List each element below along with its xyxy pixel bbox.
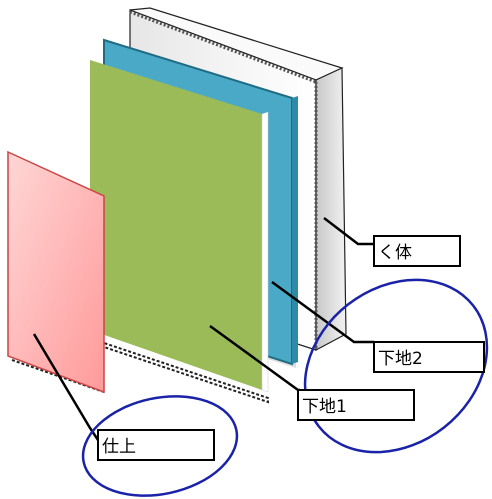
leader-lines <box>32 217 374 441</box>
shiage-layer <box>7 150 105 394</box>
leader-shiage <box>32 333 100 441</box>
label-shitaji1-text: 下地1 <box>302 397 347 417</box>
label-shiage-text: 仕上 <box>102 437 136 457</box>
label-shiage: 仕上 <box>97 429 215 461</box>
label-kutai: く体 <box>373 235 461 267</box>
label-shitaji2: 下地2 <box>373 341 485 373</box>
label-kutai-text: く体 <box>378 243 412 263</box>
kutai-side <box>315 67 347 351</box>
label-shitaji1: 下地1 <box>297 389 415 421</box>
leader-kutai <box>323 217 374 246</box>
shitaji1-layer <box>90 60 269 404</box>
shitaji1-panel <box>90 60 262 390</box>
label-shitaji2-text: 下地2 <box>378 349 423 369</box>
shiage-panel <box>7 150 105 394</box>
highlight-ellipse-left <box>81 395 239 497</box>
leader-shitaji2 <box>271 280 374 344</box>
highlight-ellipse-right <box>303 278 489 454</box>
